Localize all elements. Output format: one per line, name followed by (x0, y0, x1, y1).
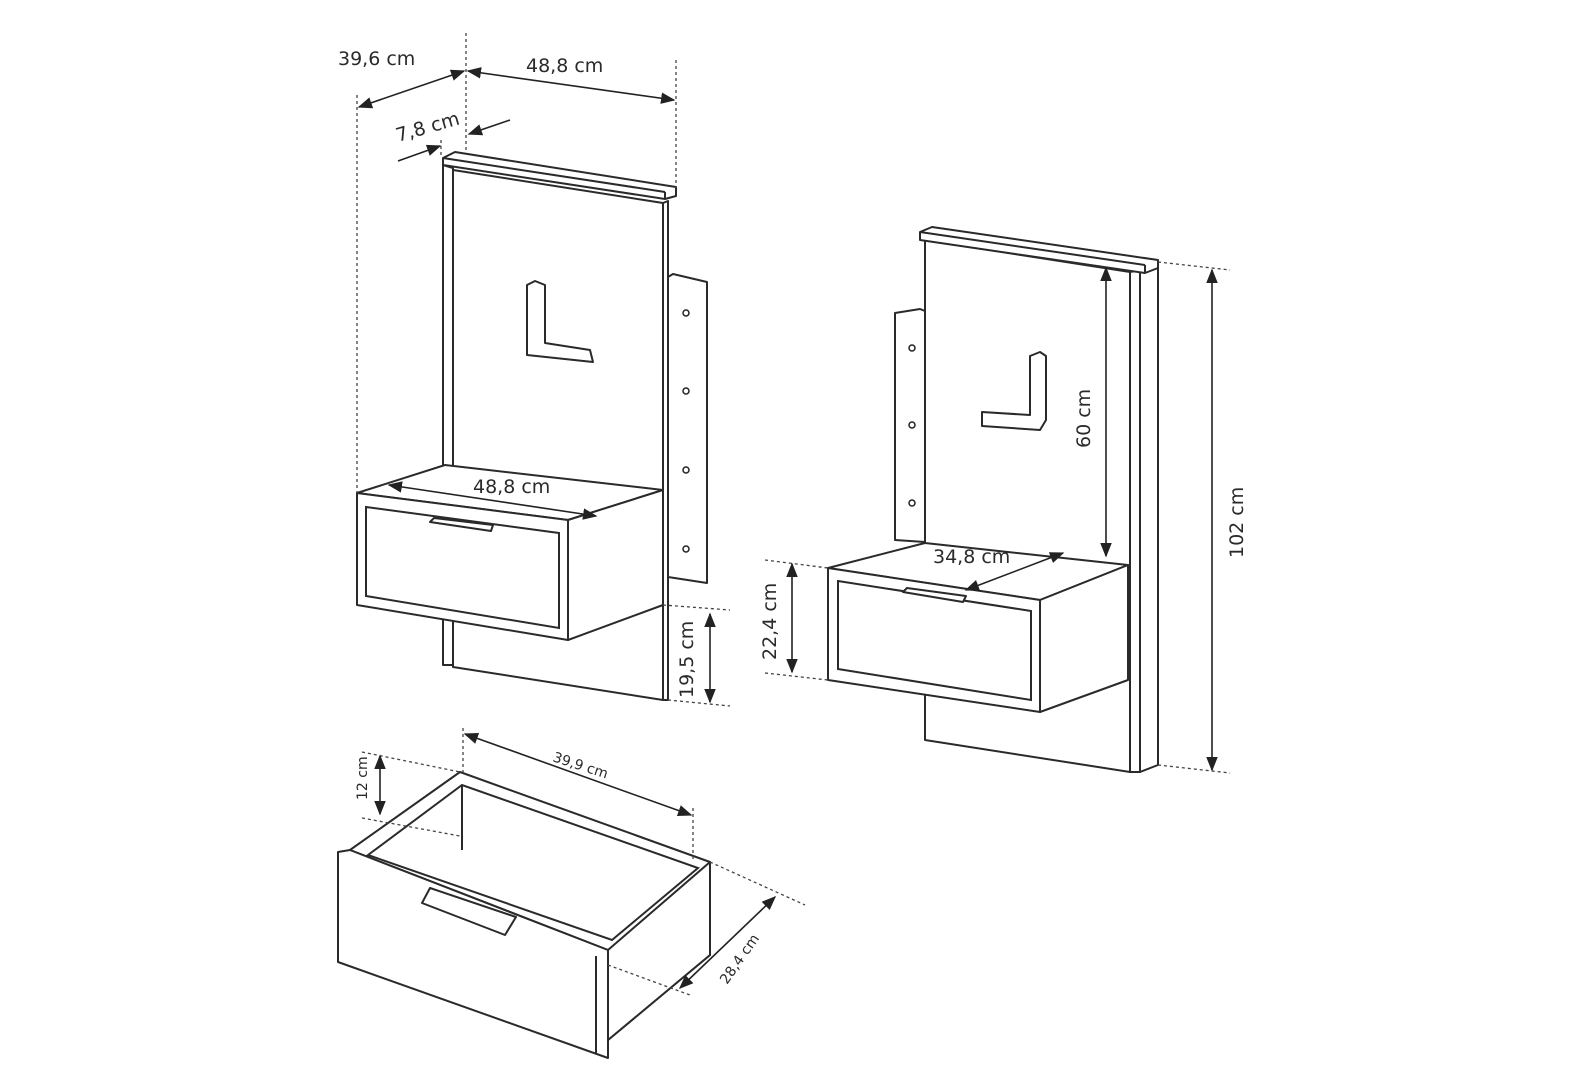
label-total-height: 102 cm (1226, 487, 1248, 558)
rail-hole (908, 344, 916, 507)
right-unit (827, 226, 1159, 773)
dimension-lines (356, 33, 1231, 996)
label-shelf-depth: 7,8 cm (393, 108, 462, 147)
label-depth-total: 39,6 cm (338, 48, 415, 70)
label-width-top: 48,8 cm (526, 55, 603, 77)
left-unit (356, 151, 708, 701)
drawer (337, 771, 711, 1059)
label-cabinet-height: 22,4 cm (759, 583, 781, 660)
label-below-cabinet: 19,5 cm (676, 621, 698, 698)
label-drawer-depth: 28,4 cm (717, 931, 763, 987)
label-drawer-width: 39,9 cm (551, 750, 610, 783)
label-panel-height: 60 cm (1073, 389, 1095, 448)
drawer-handle (421, 887, 517, 936)
hook (981, 351, 1047, 431)
rail-hole (682, 309, 690, 553)
cabinet-front (356, 492, 569, 641)
label-drawer-height: 12 cm (355, 756, 371, 800)
wall-rail (667, 273, 708, 584)
label-width-cabinet: 48,8 cm (473, 476, 550, 498)
label-cabinet-depth: 34,8 cm (933, 546, 1010, 568)
drawer-handle (902, 587, 967, 603)
hook (526, 280, 594, 363)
drawer-front (337, 849, 609, 1059)
